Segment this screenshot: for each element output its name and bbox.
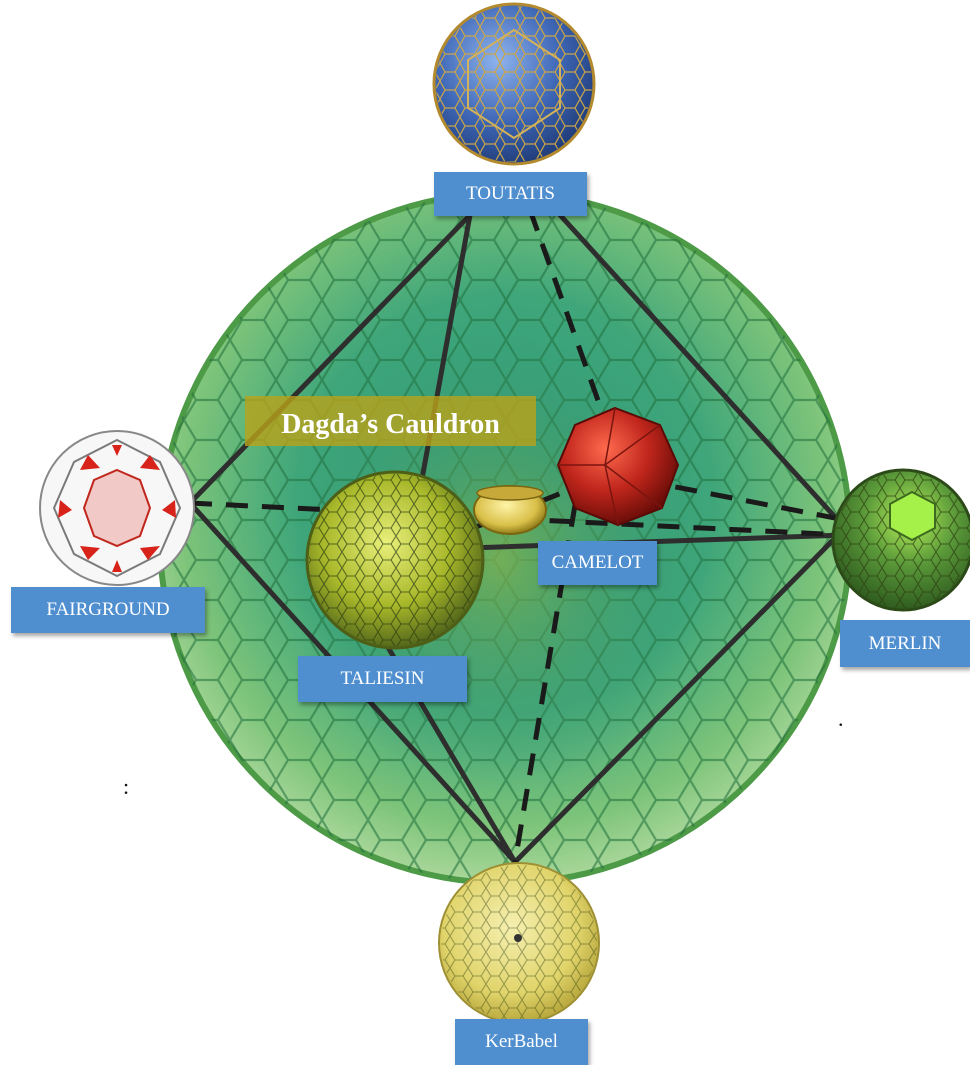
- node-label-merlin[interactable]: MERLIN: [840, 620, 970, 667]
- red-polyhedron-icon: [556, 406, 680, 527]
- node-label-fairground[interactable]: FAIRGROUND: [11, 587, 205, 633]
- edge-toutatis-fairground: [187, 212, 473, 506]
- node-label-toutatis[interactable]: TOUTATIS: [434, 172, 587, 216]
- edge-merlin-kerbabel: [512, 525, 848, 865]
- yellow-translucent-polyhedron-icon: [438, 862, 600, 1024]
- node-label-camelot[interactable]: CAMELOT: [538, 541, 657, 585]
- diagram-title: Dagda’s Cauldron: [281, 409, 500, 440]
- stray-colon-mark: :: [123, 774, 130, 799]
- edge-toutatis-merlin: [557, 212, 848, 531]
- edge-taliesin-merlin: [467, 532, 848, 551]
- red-wireframe-polytope-icon: [39, 430, 195, 586]
- title-band: [245, 396, 536, 446]
- blue-polytope-icon: [432, 2, 596, 166]
- golden-cauldron-icon: [473, 485, 547, 535]
- dashed-edge-camelot-kerbabel: [512, 504, 578, 863]
- green-polyhedron-icon: [831, 468, 970, 612]
- dashed-edge-toutatis-camelot: [527, 209, 608, 421]
- stray-period-mark: .: [838, 706, 844, 731]
- node-label-taliesin[interactable]: TALIESIN: [298, 656, 467, 702]
- yellow-polyhedron-icon: [305, 470, 485, 650]
- node-label-kerbabel[interactable]: KerBabel: [455, 1019, 588, 1065]
